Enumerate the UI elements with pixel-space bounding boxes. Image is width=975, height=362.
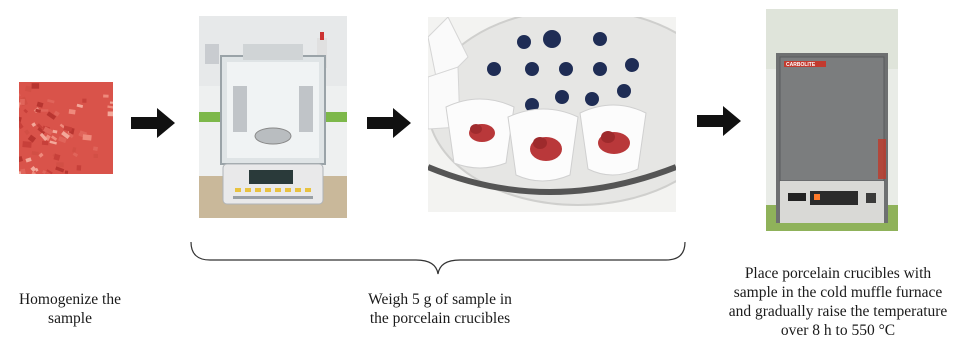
step-2-caption: Weigh 5 g of sample in the porcelain cru… (330, 290, 550, 328)
right-arrow-icon (697, 106, 741, 141)
caption-line: and gradually raise the temperature (704, 302, 972, 321)
step-4-caption: Place porcelain crucibles with sample in… (704, 264, 972, 340)
caption-line: the porcelain crucibles (330, 309, 550, 328)
caption-line: Homogenize the (0, 290, 140, 309)
step-1-caption: Homogenize the sample (0, 290, 140, 328)
caption-line: sample in the cold muffle furnace (704, 283, 972, 302)
muffle-furnace-photo: CARBOLITE (766, 9, 898, 231)
furnace-brand-text: CARBOLITE (786, 62, 816, 68)
caption-line: sample (0, 309, 140, 328)
right-arrow-icon (131, 108, 175, 143)
caption-line: over 8 h to 550 °C (704, 321, 972, 340)
caption-line: Weigh 5 g of sample in (330, 290, 550, 309)
right-arrow-icon (367, 108, 411, 143)
curly-brace-group (190, 240, 686, 281)
crucibles-with-sample-photo (428, 17, 676, 212)
homogenized-sample-photo (19, 82, 113, 174)
analytical-balance-photo (199, 16, 347, 218)
caption-line: Place porcelain crucibles with (704, 264, 972, 283)
